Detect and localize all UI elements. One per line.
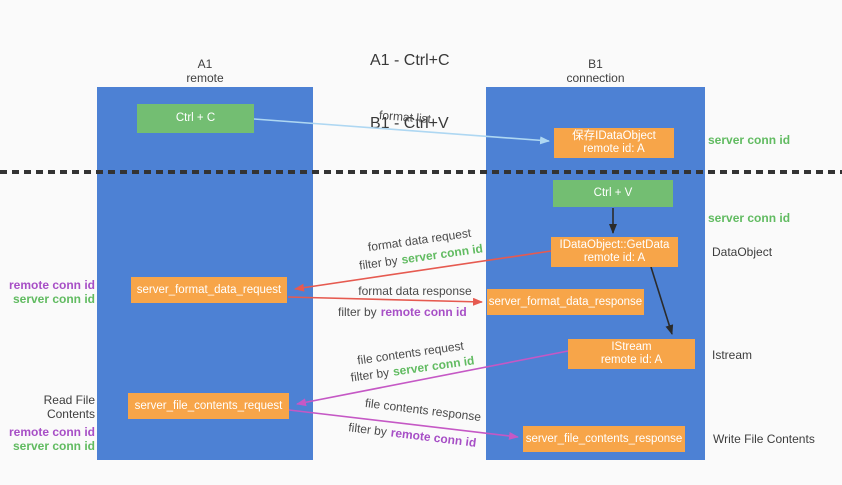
arrow-format-data-response xyxy=(287,296,483,306)
arrow-file-contents-response xyxy=(288,409,519,440)
right-label-write-file-contents: Write File Contents xyxy=(713,432,815,446)
filter-by-text: filter by xyxy=(338,305,377,319)
arrow-file-contents-request xyxy=(296,350,569,407)
getdata-line2: remote id: A xyxy=(583,252,646,264)
right-label-istream: Istream xyxy=(712,348,753,362)
server-format-data-request-box: server_format_data_request xyxy=(131,277,287,303)
right-label-dataobject: DataObject xyxy=(712,245,773,259)
column-b-header: B1 connection xyxy=(486,57,705,85)
left-label-group-file: Read File Contents remote conn id server… xyxy=(0,393,95,453)
column-a-name: A1 xyxy=(197,57,213,71)
left-read-file-contents: Read File Contents xyxy=(43,393,95,421)
server-file-contents-request-label: server_file_contents_request xyxy=(134,399,283,412)
column-a-header: A1 remote xyxy=(97,57,313,85)
column-a-subtitle: remote xyxy=(186,71,224,85)
title-line-1: A1 - Ctrl+C xyxy=(370,52,450,69)
getdata-line1: IDataObject::GetData xyxy=(559,239,670,251)
column-b-subtitle: connection xyxy=(566,71,625,85)
ctrl-v-label: Ctrl + V xyxy=(593,187,633,199)
arrow-format-data-request xyxy=(294,250,552,292)
istream-line2: remote id: A xyxy=(600,354,663,366)
left-server-conn-id-1: server conn id xyxy=(12,292,95,306)
left-remote-conn-id-1: remote conn id xyxy=(8,278,95,292)
column-b-name: B1 xyxy=(588,57,603,71)
arrow-getdata-to-istream xyxy=(650,266,674,335)
save-idataobject-line1: 保存IDataObject xyxy=(572,130,656,142)
diagram-title: A1 - Ctrl+C B1 - Ctrl+V xyxy=(370,8,450,176)
server-format-data-response-label: server_format_data_response xyxy=(488,295,643,308)
save-idataobject-box: 保存IDataObject remote id: A xyxy=(554,128,674,158)
title-line-2: B1 - Ctrl+V xyxy=(370,115,449,132)
left-label-group-format: remote conn id server conn id xyxy=(0,278,95,306)
server-file-contents-response-label: server_file_contents_response xyxy=(525,432,683,445)
remote-conn-id-keyword: remote conn id xyxy=(380,305,467,319)
idataobject-getdata-box: IDataObject::GetData remote id: A xyxy=(551,237,678,267)
server-format-data-request-label: server_format_data_request xyxy=(136,283,282,296)
right-label-server-conn-id-top: server conn id xyxy=(708,133,791,147)
save-idataobject-line2: remote id: A xyxy=(583,143,645,155)
istream-line1: IStream xyxy=(611,341,652,353)
ctrl-c-box: Ctrl + C xyxy=(137,104,254,133)
right-label-server-conn-id-mid: server conn id xyxy=(708,211,791,225)
ctrl-c-label: Ctrl + C xyxy=(175,112,216,124)
phase-divider-dotted-line xyxy=(0,170,842,174)
arrow-format-list xyxy=(253,118,550,145)
left-remote-conn-id-2: remote conn id xyxy=(8,425,95,439)
server-file-contents-response-box: server_file_contents_response xyxy=(523,426,685,452)
left-server-conn-id-2: server conn id xyxy=(12,439,95,453)
format-data-response-label: format data response xyxy=(358,284,472,298)
server-format-data-response-box: server_format_data_response xyxy=(487,289,644,315)
ctrl-v-box: Ctrl + V xyxy=(553,180,673,207)
istream-box: IStream remote id: A xyxy=(568,339,695,369)
server-file-contents-request-box: server_file_contents_request xyxy=(128,393,289,419)
